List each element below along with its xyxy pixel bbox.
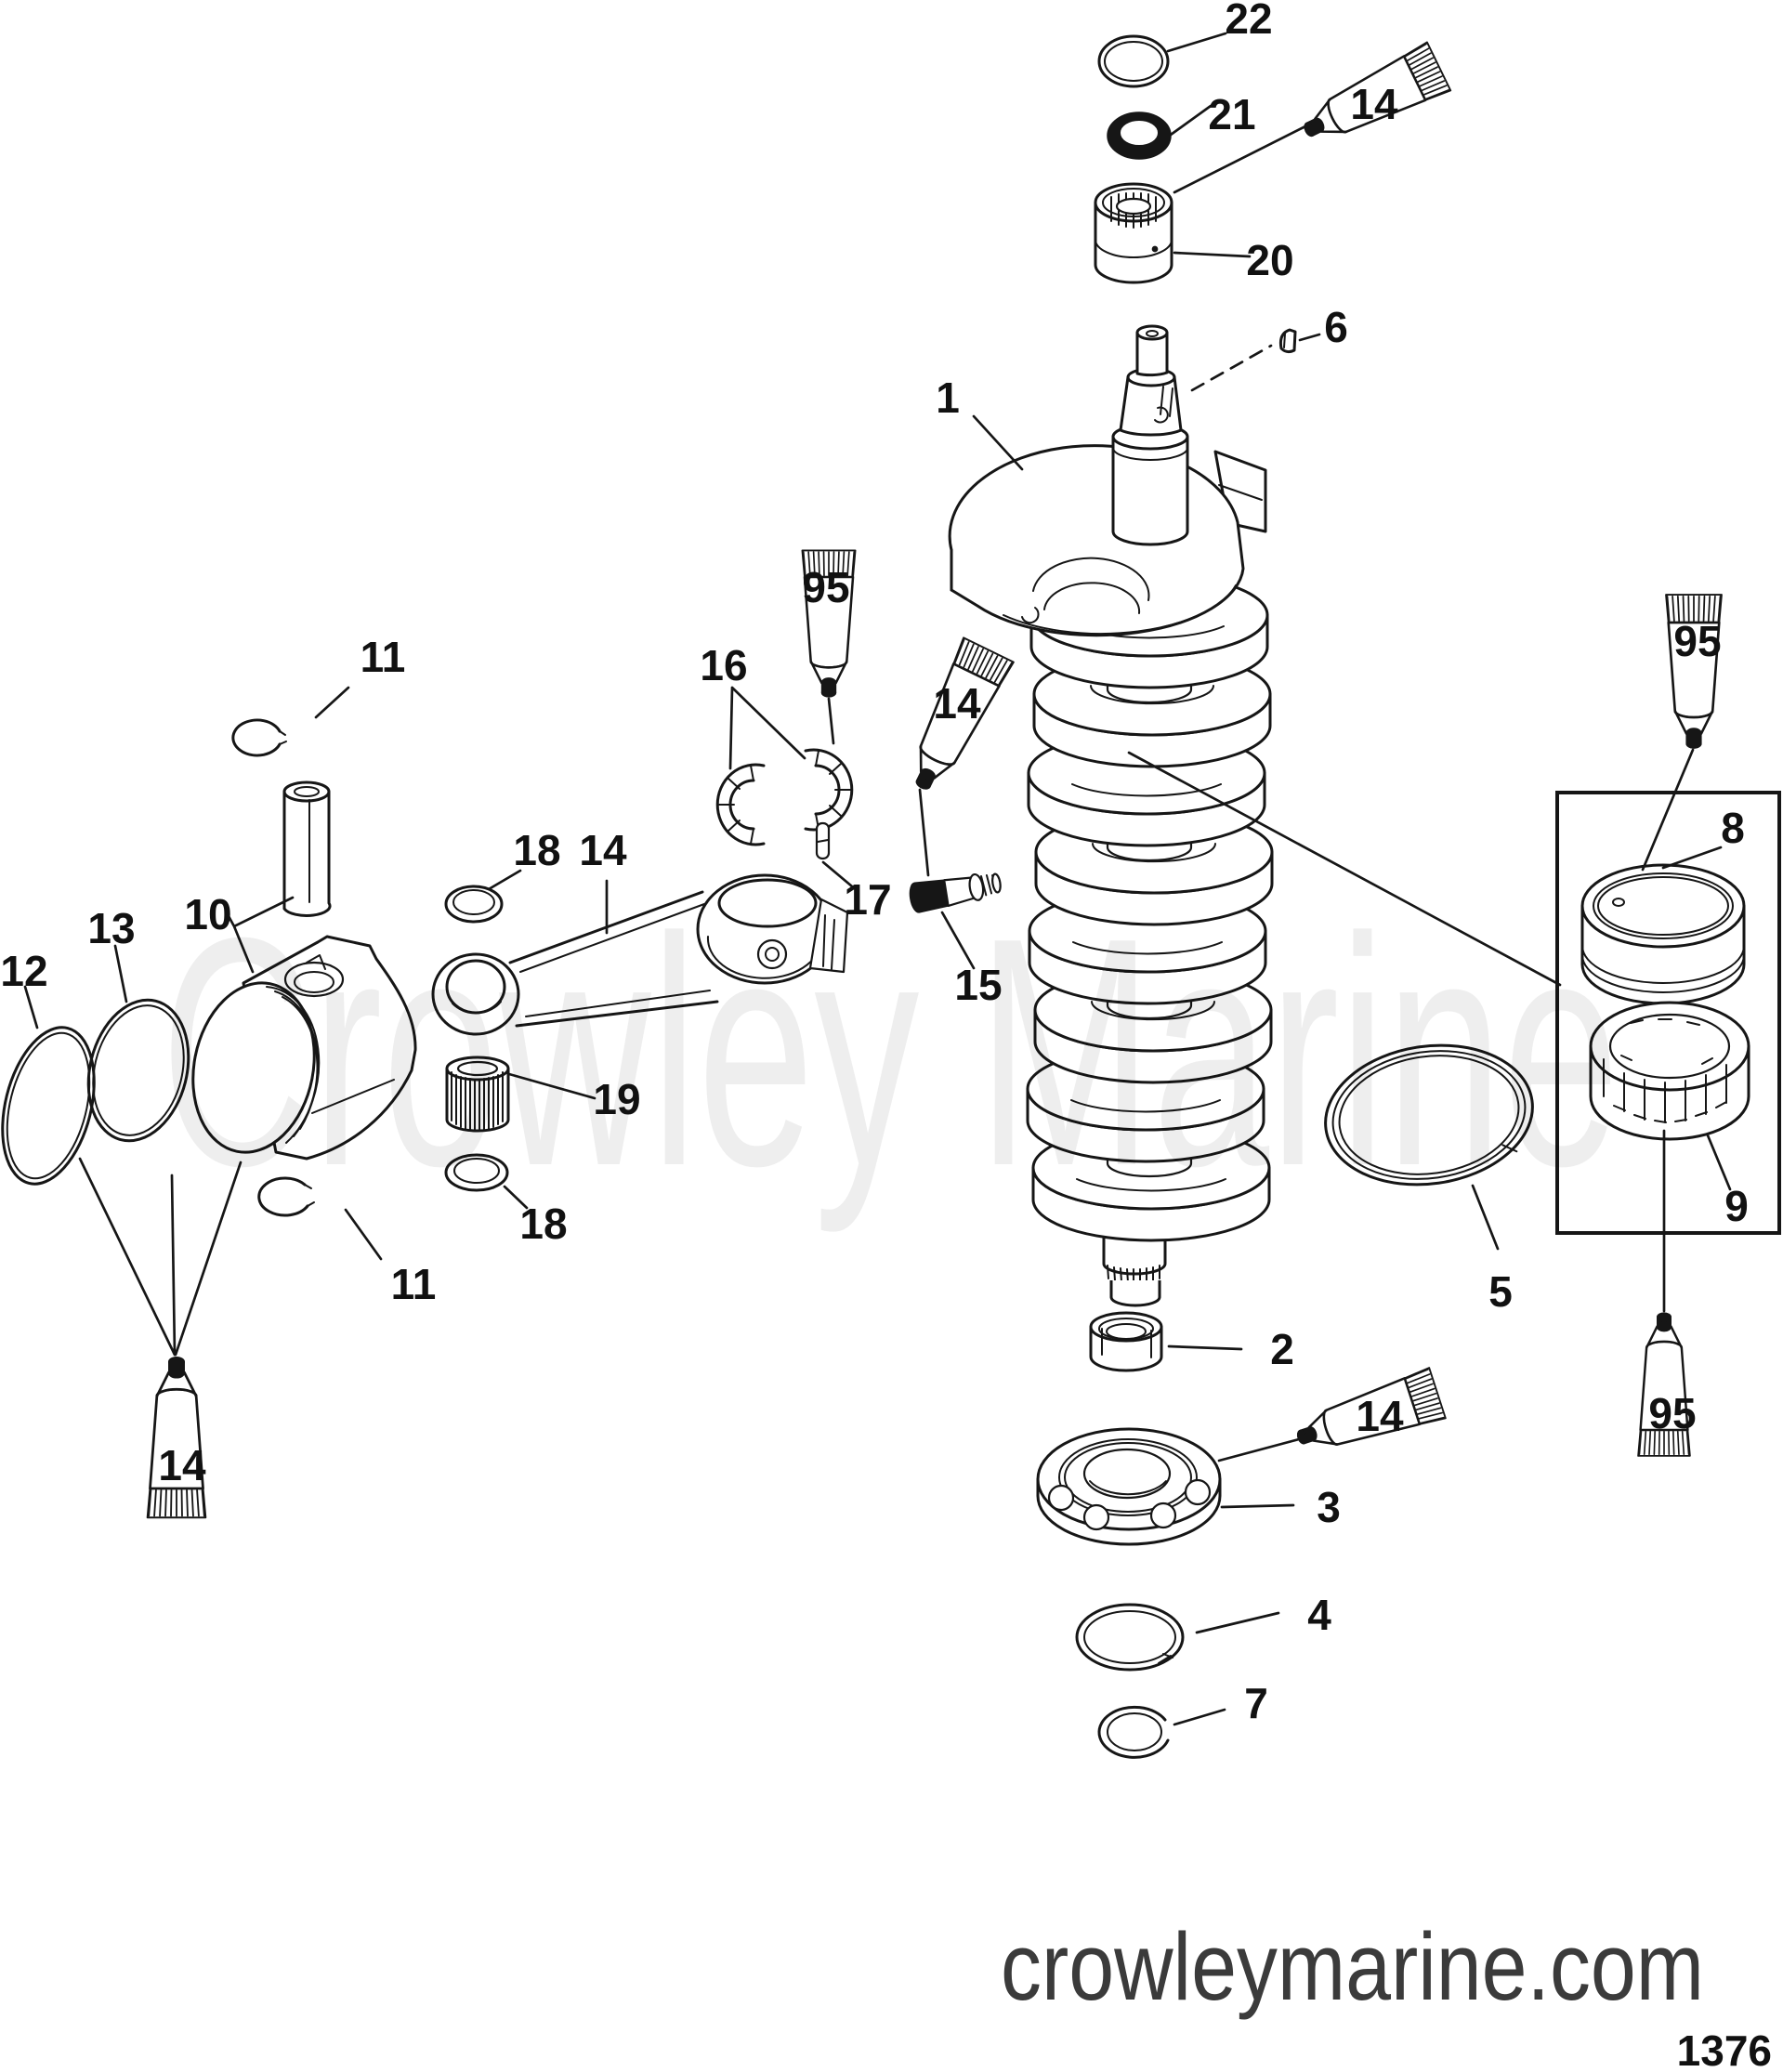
callout-10: 10 [184, 890, 232, 938]
spacer-cup-2 [1089, 1311, 1163, 1372]
circlip-11-bottom [257, 1176, 315, 1217]
callout-1: 1 [936, 374, 960, 422]
seal-21 [1107, 111, 1172, 160]
dowel-pin-17 [815, 821, 831, 860]
callout-22: 22 [1225, 0, 1273, 43]
washer-18-bottom [444, 1153, 509, 1192]
needle-cage-19 [445, 1056, 510, 1133]
callout-14-tube-top: 14 [1350, 80, 1398, 128]
washer-18-top [444, 885, 504, 924]
connecting-rod-14 [431, 873, 849, 1036]
callout-14-tube-bl: 14 [158, 1441, 206, 1489]
watermark-text: Crowley Marine [161, 871, 1619, 1236]
bearing-race-8 [1580, 863, 1746, 1005]
callout-14-rod: 14 [579, 826, 627, 874]
washer-ring-7 [1097, 1705, 1170, 1759]
main-bearing-cage-9 [1589, 1001, 1750, 1141]
callout-4: 4 [1307, 1591, 1331, 1639]
leader-lines [23, 32, 1732, 1726]
callout-18-bottom: 18 [519, 1200, 568, 1248]
piston-ring-12 [1, 1026, 96, 1186]
ball-bearing-3 [1036, 1427, 1222, 1546]
callout-6: 6 [1324, 303, 1348, 351]
needle-cage-halves-16 [715, 748, 854, 846]
woodruff-key-6 [1278, 328, 1297, 354]
retaining-ring-4 [1075, 1603, 1185, 1672]
callout-15: 15 [954, 961, 1003, 1009]
piston-10 [191, 935, 417, 1161]
callout-18-top: 18 [513, 826, 561, 874]
sealant-tube-14-bottom-left [146, 1356, 207, 1519]
rod-bolt-15 [909, 872, 1002, 913]
callout-11-top: 11 [360, 633, 406, 681]
callout-95-tube-rod: 95 [802, 563, 850, 611]
callout-5: 5 [1488, 1267, 1513, 1316]
callout-7: 7 [1244, 1679, 1268, 1727]
wrist-pin [282, 780, 332, 917]
callout-95-tube-bottom: 95 [1648, 1389, 1697, 1437]
page-number: 1376 [1677, 2026, 1772, 2072]
crankshaft-upper-shaft [1111, 324, 1189, 546]
callout-95-tube-box: 95 [1673, 617, 1722, 665]
needle-bearing-20 [1094, 182, 1173, 284]
bearing-box [1555, 791, 1781, 1235]
piston-ring-13 [86, 998, 190, 1143]
callout-17: 17 [844, 875, 892, 924]
circlip-11-top [231, 718, 287, 757]
callout-2: 2 [1270, 1325, 1294, 1373]
footer-site-text: crowleymarine.com [1001, 1913, 1704, 2020]
crankshaft-webs [1026, 572, 1274, 1242]
crankshaft-drawing [948, 324, 1274, 1307]
callout-9: 9 [1724, 1182, 1749, 1230]
callout-13: 13 [87, 904, 136, 952]
callout-11-bottom: 11 [390, 1260, 437, 1308]
callout-20: 20 [1246, 236, 1294, 284]
callout-14-tube-mid: 14 [933, 679, 981, 728]
callout-8: 8 [1721, 804, 1745, 852]
callout-3: 3 [1317, 1483, 1341, 1531]
o-ring-22 [1097, 34, 1170, 88]
callout-12: 12 [0, 947, 48, 995]
callout-16: 16 [700, 641, 748, 689]
callout-21: 21 [1208, 90, 1256, 138]
callout-19: 19 [593, 1075, 641, 1123]
retaining-ring-5 [1324, 1043, 1534, 1187]
callout-14-tube-bc: 14 [1356, 1392, 1404, 1440]
